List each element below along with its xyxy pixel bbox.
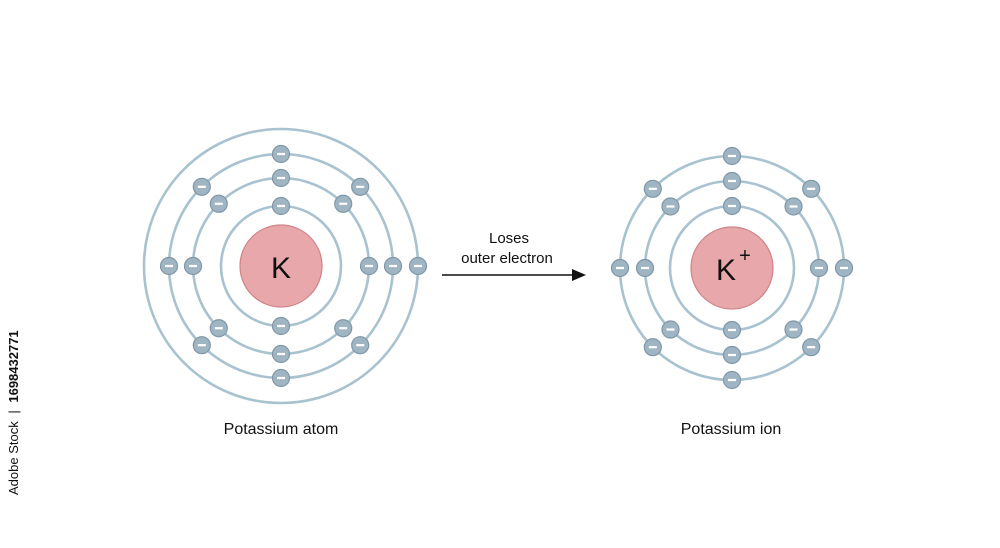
minus-sign-icon [728,353,736,357]
minus-sign-icon [648,187,657,190]
minus-sign-icon [815,266,823,270]
stock-id: 1698432771 [6,330,21,402]
minus-sign-icon [277,176,285,180]
atom-nucleus-symbol: K [271,252,291,285]
atom-electron [408,256,428,276]
minus-sign-icon [414,264,422,268]
minus-sign-icon [277,204,285,208]
ion-electron [722,320,742,340]
atom-electron [159,256,179,276]
ion-electron [722,345,742,365]
ion-nucleus [690,226,774,310]
ion-electron [643,338,662,357]
minus-sign-icon [214,202,223,205]
arrow-label-line2: outer electron [461,250,553,267]
ion-charge-superscript: + [739,245,751,267]
atom-electron [192,177,211,196]
minus-sign-icon [277,324,285,328]
minus-sign-icon [728,154,736,158]
minus-sign-icon [648,346,657,349]
minus-sign-icon [616,266,624,270]
minus-sign-icon [641,266,649,270]
minus-sign-icon [339,202,348,205]
minus-sign-icon [789,328,798,331]
atom-electron [271,196,291,216]
arrow-head-icon [572,269,586,281]
atom-electron [271,316,291,336]
minus-sign-icon [277,352,285,356]
atom-electron [209,319,228,338]
arrow-label-line1: Loses [489,230,529,247]
ion-electron [722,370,742,390]
minus-sign-icon [728,179,736,183]
potassium-atom-model [142,127,428,405]
minus-sign-icon [840,266,848,270]
ion-electron [802,338,821,357]
ion-electron [802,179,821,198]
minus-sign-icon [214,327,223,330]
potassium-ion-model [610,146,854,390]
ion-electron [661,320,680,339]
minus-sign-icon [807,346,816,349]
atom-electron [351,177,370,196]
minus-sign-icon [277,376,285,380]
atom-electron [183,256,203,276]
atom-electron [192,336,211,355]
minus-sign-icon [365,264,373,268]
minus-sign-icon [356,344,365,347]
minus-sign-icon [728,328,736,332]
minus-sign-icon [789,205,798,208]
ion-electron [834,258,854,278]
stock-watermark-text: Adobe Stock | 1698432771 [6,330,21,495]
atom-electron [383,256,403,276]
atom-electron [271,144,291,164]
atom-electron [334,194,353,213]
minus-sign-icon [197,185,206,188]
atom-electron [271,368,291,388]
minus-sign-icon [189,264,197,268]
ion-electron [643,179,662,198]
minus-sign-icon [197,344,206,347]
minus-sign-icon [389,264,397,268]
atom-electron [209,194,228,213]
minus-sign-icon [277,152,285,156]
atom-electron [271,344,291,364]
ion-electron [722,196,742,216]
ion-electron [722,146,742,166]
ion-electron [784,197,803,216]
ion-caption: Potassium ion [681,421,782,438]
stock-brand: Adobe Stock [6,421,21,495]
minus-sign-icon [666,205,675,208]
minus-sign-icon [807,187,816,190]
atom-electron [334,319,353,338]
ion-electron [809,258,829,278]
minus-sign-icon [728,204,736,208]
ion-electron [722,171,742,191]
minus-sign-icon [356,185,365,188]
atom-nucleus [239,224,323,308]
minus-sign-icon [666,328,675,331]
atom-caption: Potassium atom [224,421,339,438]
ion-electron [635,258,655,278]
minus-sign-icon [728,378,736,382]
minus-sign-icon [165,264,173,268]
ion-electron [610,258,630,278]
ion-nucleus-symbol: K [716,254,736,287]
minus-sign-icon [339,327,348,330]
atom-electron [359,256,379,276]
ion-electron [661,197,680,216]
atom-electron [271,168,291,188]
atom-electron [351,336,370,355]
ion-electron [784,320,803,339]
